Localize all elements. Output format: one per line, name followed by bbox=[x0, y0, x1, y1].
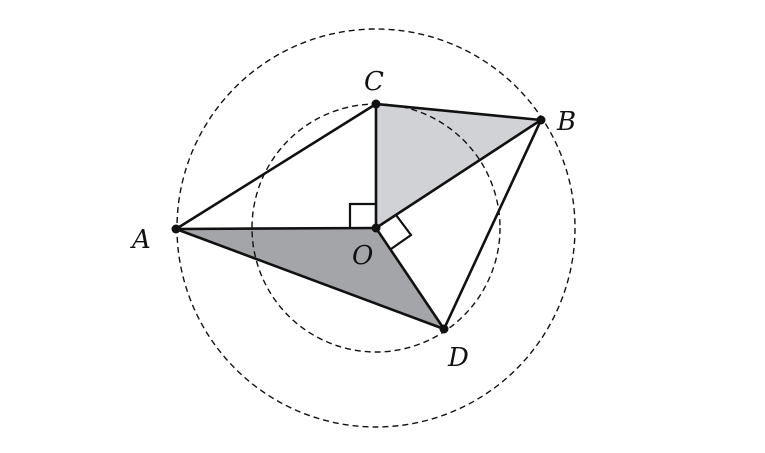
segment-cb bbox=[374, 102, 543, 122]
segment-od bbox=[374, 226, 446, 331]
label-d: D bbox=[447, 343, 469, 373]
point-b bbox=[536, 115, 546, 125]
segment-ao bbox=[174, 226, 378, 231]
label-b: B bbox=[556, 107, 576, 137]
right-angle-marker-aoc bbox=[348, 202, 376, 228]
point-o bbox=[371, 223, 381, 233]
segments bbox=[174, 102, 543, 331]
segment-ac bbox=[174, 102, 378, 231]
segment-ob bbox=[374, 118, 543, 230]
triangle-ocb-shaded bbox=[376, 104, 541, 228]
point-c bbox=[371, 99, 381, 109]
segment-bd bbox=[442, 118, 543, 331]
label-a: A bbox=[130, 225, 151, 255]
segment-ad bbox=[174, 227, 446, 331]
label-o: O bbox=[352, 241, 373, 271]
point-a bbox=[171, 224, 181, 234]
right-angle-marker-bod bbox=[390, 214, 413, 250]
label-c: C bbox=[364, 67, 384, 97]
point-d bbox=[439, 324, 449, 334]
points bbox=[171, 99, 546, 334]
